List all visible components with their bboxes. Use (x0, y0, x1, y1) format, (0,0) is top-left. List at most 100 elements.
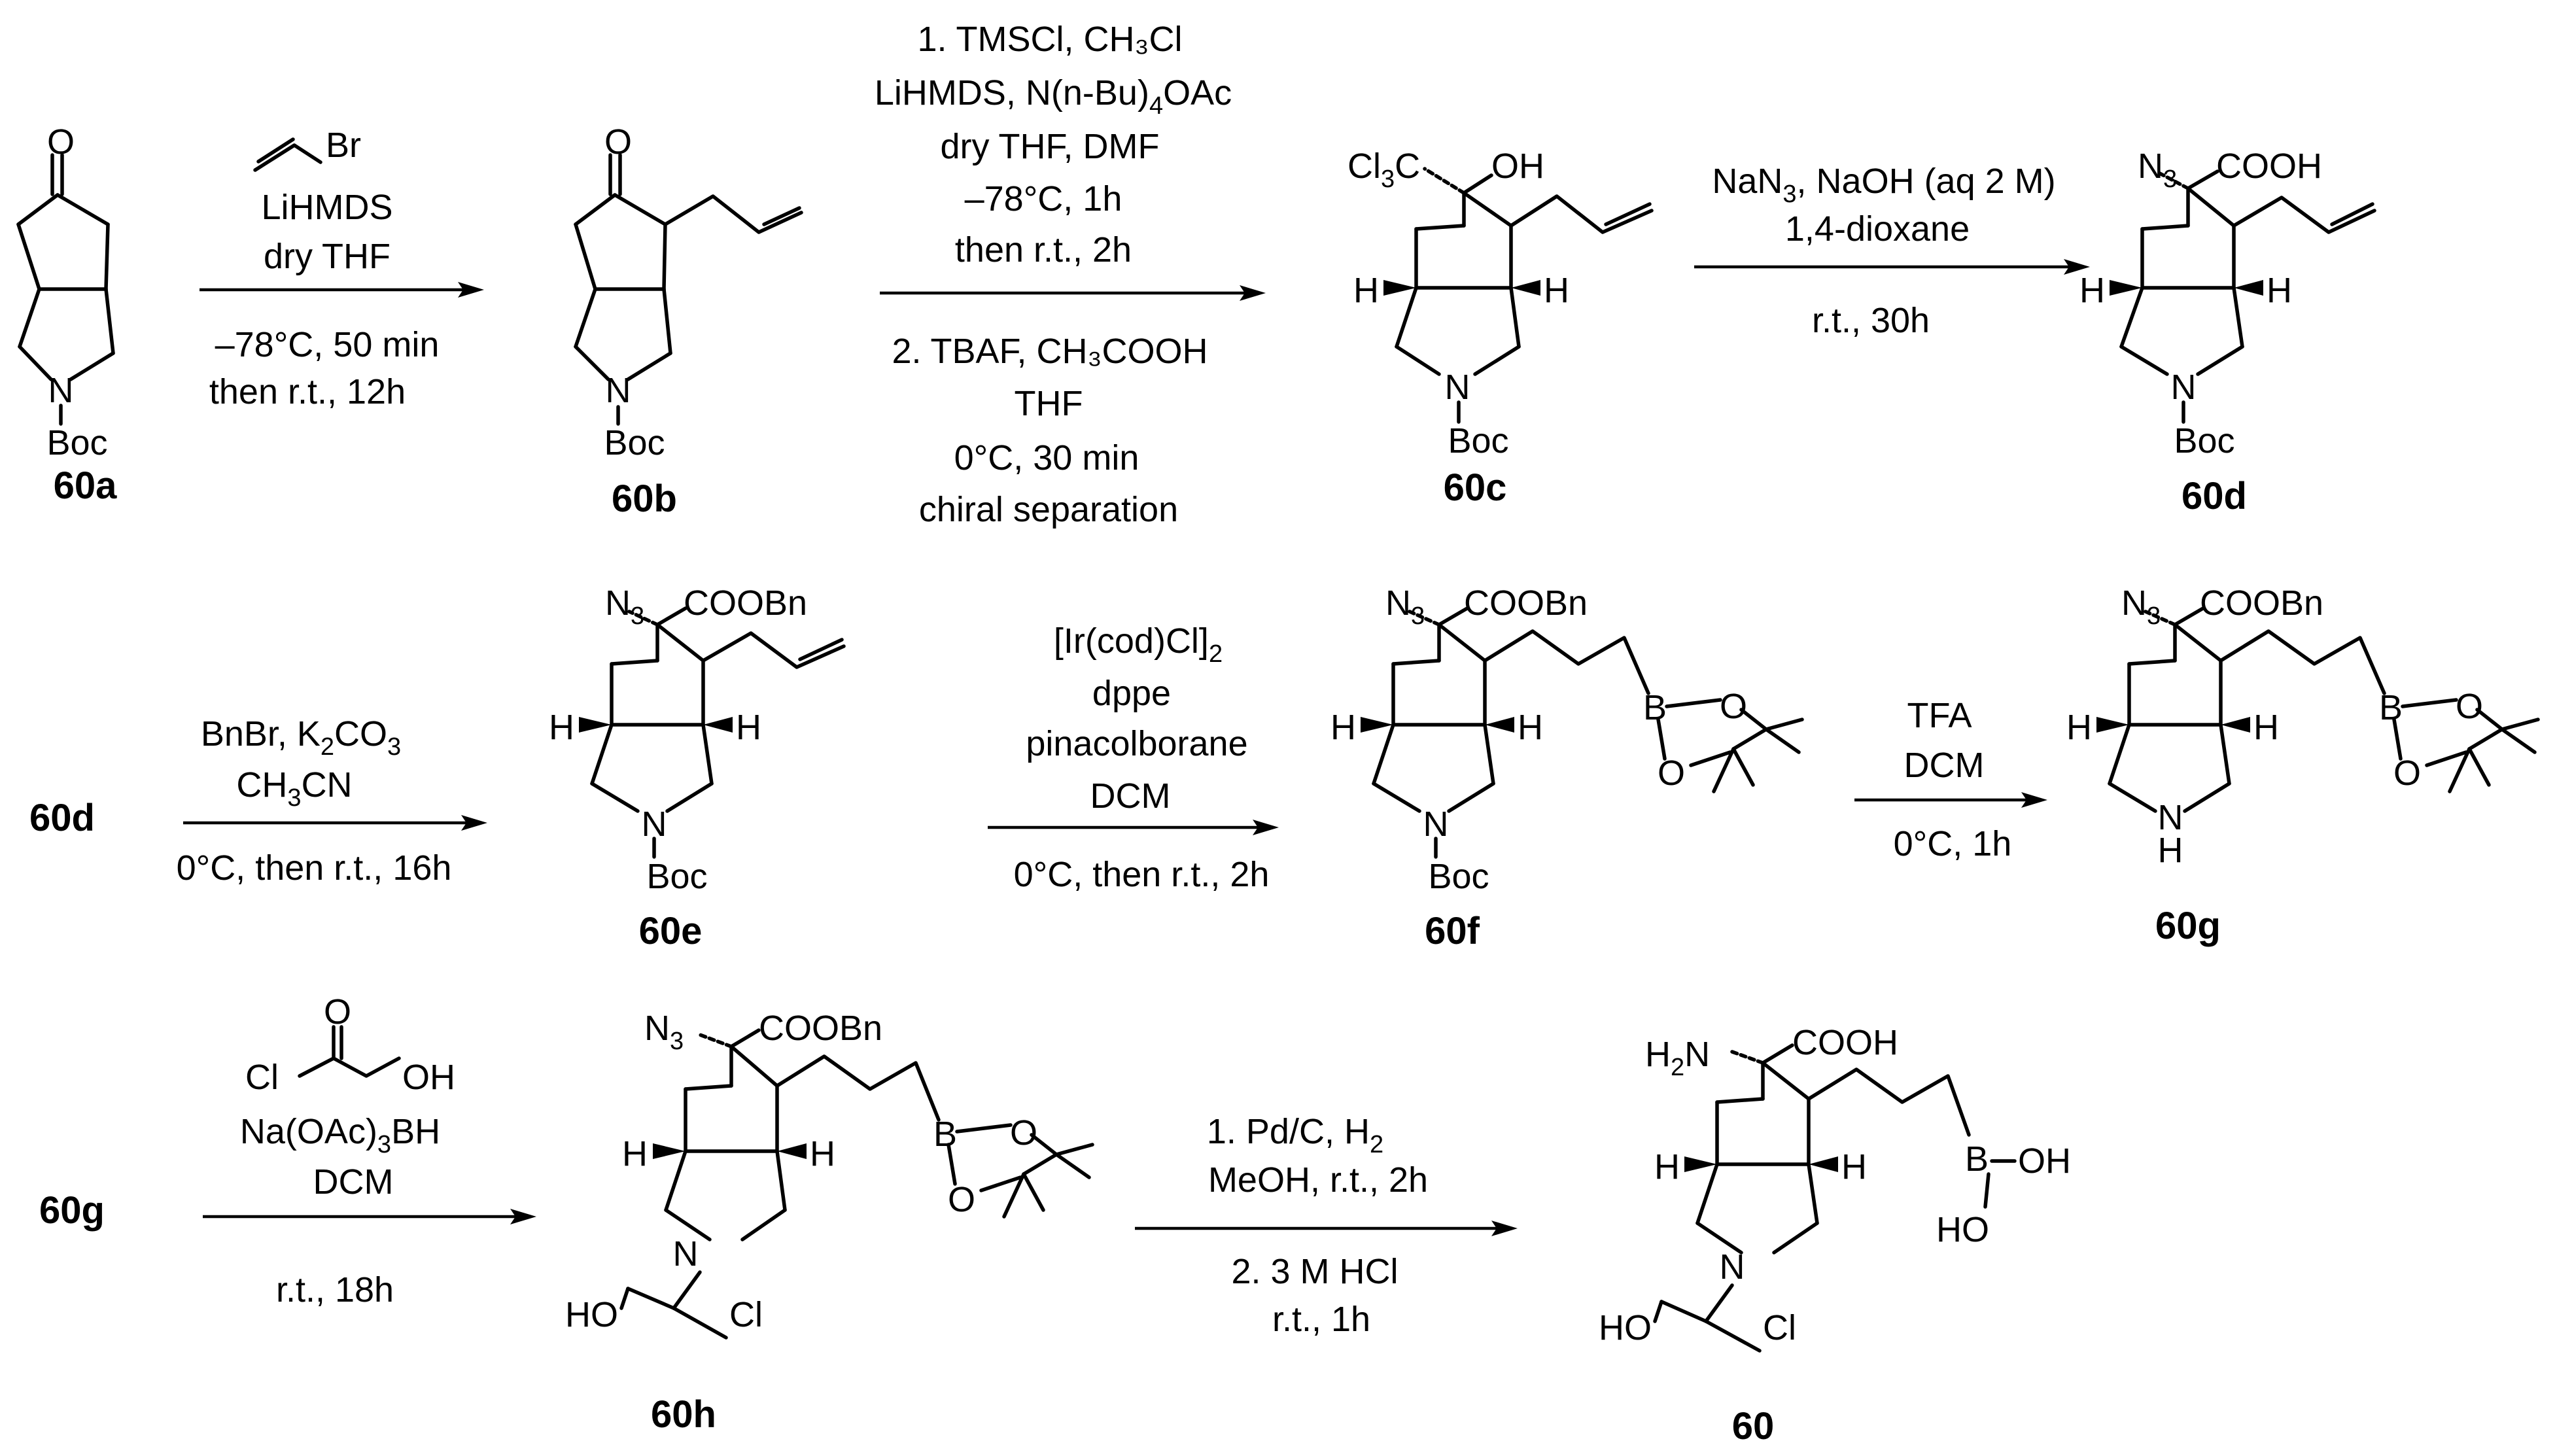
reaction-arrow-8: 1. Pd/C, H2 MeOH, r.t., 2h 2. 3 M HCl r.… (1135, 1112, 1518, 1339)
compound-label-60: 60 (1732, 1405, 1775, 1447)
atom-N: N (673, 1234, 699, 1274)
atom-Boc: Boc (46, 423, 107, 462)
condition-4-line1: BnBr, K2CO3 (201, 714, 401, 761)
condition-1-line2: LiHMDS (261, 188, 392, 227)
reagent-bromo: Br (326, 126, 361, 165)
atom-H: H (1518, 708, 1543, 747)
atom-Boc: Boc (604, 423, 665, 462)
atom-N: N (1445, 368, 1470, 407)
condition-2-line5: then r.t., 2h (955, 230, 1132, 269)
atom-H: H (2066, 708, 2092, 747)
condition-3-line1: NaN3, NaOH (aq 2 M) (1712, 162, 2055, 208)
atom-B: B (2379, 688, 2403, 727)
atom-O: O (47, 122, 75, 162)
compound-label-60b: 60b (612, 477, 677, 520)
atom-Cl: Cl (729, 1295, 763, 1334)
condition-2-line3: dry THF, DMF (941, 127, 1160, 166)
atom-O: O (948, 1180, 975, 1219)
compound-60-structure: H2N COOH H H N HO Cl B OH HO (1599, 1023, 2071, 1353)
atom-Boc: Boc (1428, 857, 1489, 896)
atom-HO: HO (1599, 1308, 1652, 1347)
atom-N: N (2158, 798, 2183, 837)
condition-5-line3: pinacolborane (1026, 724, 1247, 763)
atom-OH: OH (1491, 147, 1544, 186)
condition-2-line2: LiHMDS, N(n-Bu)4OAc (875, 73, 1232, 120)
atom-N: N (642, 805, 667, 844)
reagent-hydroxyl: OH (402, 1058, 455, 1097)
atom-H: H (2267, 271, 2292, 310)
atom-azide: N3 (1385, 583, 1425, 630)
condition-8-line1: 1. Pd/C, H2 (1207, 1112, 1383, 1158)
atom-COOH: COOH (2216, 147, 2322, 186)
condition-2-line4: –78°C, 1h (965, 179, 1122, 218)
atom-H: H (1353, 271, 1379, 310)
atom-O: O (2456, 687, 2483, 726)
compound-label-60d: 60d (2181, 475, 2247, 517)
atom-H: H (549, 708, 574, 747)
atom-azide: N3 (2138, 147, 2177, 193)
atom-COOBn: COOBn (2200, 583, 2323, 623)
compound-60c-structure: Cl3C OH H H N Boc (1347, 147, 1654, 460)
compound-60f-structure: N3 COOBn H H N Boc B O O (1330, 583, 1804, 896)
atom-Boc: Boc (646, 857, 707, 896)
atom-N: N (2171, 368, 2197, 407)
condition-8-line4: r.t., 1h (1272, 1300, 1370, 1339)
atom-COOBn: COOBn (759, 1009, 882, 1048)
compound-label-60g: 60g (2155, 905, 2221, 947)
condition-2-line6: 2. TBAF, CH₃COOH (892, 332, 1208, 371)
atom-Boc: Boc (1448, 421, 1508, 460)
atom-O: O (2393, 754, 2421, 793)
reagent-carbonyl-O: O (324, 992, 351, 1031)
condition-5-line1: [Ir(cod)Cl]2 (1054, 621, 1223, 668)
atom-O: O (1658, 754, 1685, 793)
atom-N: N (1720, 1247, 1745, 1287)
atom-H: H (1654, 1147, 1680, 1187)
condition-1-line3: dry THF (264, 237, 391, 276)
atom-HO: HO (565, 1295, 618, 1334)
atom-COOH: COOH (1792, 1023, 1898, 1062)
atom-N: N (48, 371, 74, 410)
atom-H: H (2079, 271, 2105, 310)
compound-60g-structure: N3 COOBn H H N H B O O (2066, 583, 2540, 870)
compound-60h-structure: N3 COOBn H H N HO Cl B O O (565, 1009, 1094, 1340)
condition-6-line3: 0°C, 1h (1894, 824, 2012, 863)
condition-1-line4: –78°C, 50 min (215, 325, 440, 364)
condition-7-line4: r.t., 18h (276, 1270, 394, 1309)
condition-7-line2: Na(OAc)3BH (240, 1112, 440, 1158)
atom-N: N (1423, 805, 1449, 844)
condition-8-line2: MeOH, r.t., 2h (1208, 1160, 1428, 1200)
reaction-arrow-4: BnBr, K2CO3 CH3CN 0°C, then r.t., 16h (177, 714, 487, 888)
compound-60d-structure: N3 COOH H H N Boc (2079, 147, 2376, 460)
atom-O: O (1720, 687, 1747, 726)
condition-3-line3: r.t., 30h (1812, 301, 1930, 340)
atom-B: B (1965, 1139, 1989, 1179)
atom-azide: N3 (644, 1009, 684, 1055)
atom-boronic-HO: HO (1936, 1210, 1989, 1249)
reaction-arrow-3: NaN3, NaOH (aq 2 M) 1,4-dioxane r.t., 30… (1694, 162, 2090, 340)
atom-COOBn: COOBn (1464, 583, 1588, 623)
condition-2-line9: chiral separation (919, 490, 1178, 529)
compound-label-60c: 60c (1444, 466, 1507, 509)
reaction-arrow-2: 1. TMSCl, CH₃Cl LiHMDS, N(n-Bu)4OAc dry … (875, 20, 1266, 529)
reagent-chloro: Cl (245, 1058, 279, 1097)
atom-Cl: Cl (1763, 1308, 1796, 1347)
condition-7-line3: DCM (313, 1162, 394, 1202)
atom-O: O (1010, 1113, 1037, 1153)
condition-5-line4: DCM (1090, 776, 1171, 816)
atom-B: B (1643, 688, 1667, 727)
reaction-arrow-1: Br LiHMDS dry THF –78°C, 50 min then r.t… (200, 126, 484, 411)
atom-H: H (2253, 708, 2279, 747)
compound-label-60h: 60h (651, 1393, 716, 1436)
atom-azide: N3 (605, 583, 644, 630)
start-label-row3: 60g (39, 1189, 105, 1232)
start-label-row2: 60d (29, 797, 95, 839)
condition-4-line2: CH3CN (236, 765, 352, 812)
condition-5-line2: dppe (1092, 674, 1171, 713)
atom-H: H (810, 1134, 835, 1173)
reaction-arrow-6: TFA DCM 0°C, 1h (1854, 696, 2047, 863)
atom-H: H (736, 708, 761, 747)
reaction-arrow-7: Cl O OH Na(OAc)3BH DCM r.t., 18h (203, 992, 536, 1309)
atom-COOBn: COOBn (684, 583, 807, 623)
atom-Boc: Boc (2174, 421, 2234, 460)
